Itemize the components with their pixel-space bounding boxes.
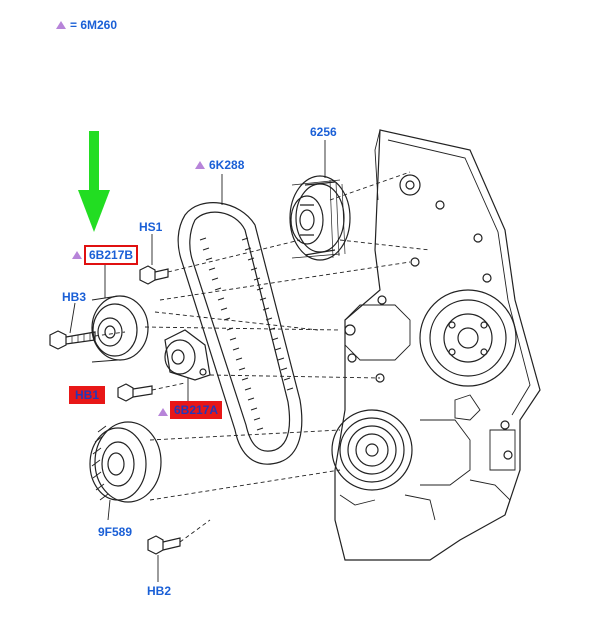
- label-HB2: HB2: [147, 584, 172, 598]
- label-HS1: HS1: [139, 220, 163, 234]
- timing-belt: [177, 202, 303, 465]
- engine-block: [331, 129, 541, 561]
- legend-text: = 6M260: [70, 18, 118, 32]
- label-6K288: 6K288: [195, 158, 244, 172]
- bolt-hb3: [49, 330, 96, 350]
- triangle-marker-icon: [195, 161, 205, 169]
- triangle-marker-icon: [72, 251, 82, 259]
- crank-sprocket: [89, 421, 162, 503]
- label-HB3: HB3: [62, 290, 87, 304]
- leader-lines: [69, 140, 326, 582]
- bolt-hb2: [147, 535, 181, 555]
- label-6K288-text: 6K288: [209, 158, 245, 172]
- assembly-lines: [94, 171, 431, 543]
- label-6B217B: [72, 248, 86, 262]
- label-6B217B-box: 6B217B: [84, 245, 139, 265]
- bolt-hb1: [117, 383, 153, 402]
- label-HB1-highlight: HB1: [69, 386, 106, 404]
- camshaft-sprocket: [289, 175, 351, 261]
- tensioner-pulley: [91, 295, 149, 363]
- label-6B217A: [158, 405, 172, 419]
- green-arrow-icon: [78, 131, 110, 232]
- label-6256: 6256: [310, 125, 337, 139]
- bolt-hs1: [139, 265, 169, 285]
- idler-pulley: [164, 329, 211, 381]
- label-6B217A-highlight: 6B217A: [170, 401, 223, 419]
- label-9F589: 9F589: [98, 525, 133, 539]
- triangle-marker-icon: [158, 408, 168, 416]
- legend: = 6M260: [56, 18, 117, 32]
- triangle-marker-icon: [56, 21, 66, 29]
